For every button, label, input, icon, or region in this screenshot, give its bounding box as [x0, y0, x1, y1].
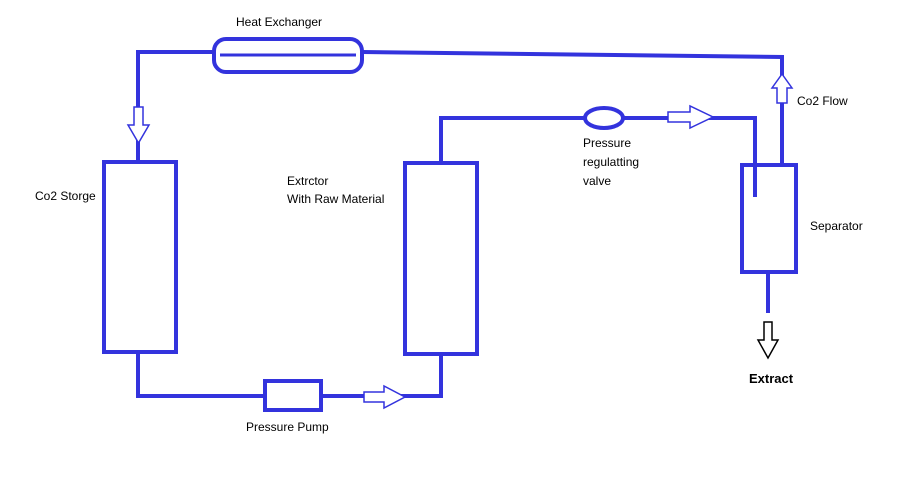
vessels [102, 160, 798, 356]
pressure-valve-label-line2: regulatting [583, 155, 640, 169]
co2-flow-label: Co2 Flow [797, 94, 848, 108]
pipe-storage-to-pump [136, 352, 265, 398]
flow-arrow-into-storage [126, 106, 151, 145]
pressure-pump [263, 379, 323, 412]
pressure-valve-label-line1: Pressure [583, 136, 632, 150]
pipe-valve-to-separator [624, 116, 757, 195]
co2-storage-tank [102, 160, 178, 354]
separator-vessel [740, 163, 798, 274]
flow-arrow-co2-up [770, 72, 794, 104]
heat-exchanger-label: Heat Exchanger [236, 15, 323, 29]
extractor-label-line2: With Raw Material [287, 192, 385, 206]
extractor-vessel [403, 161, 479, 356]
pipe-pump-to-extractor [321, 354, 443, 398]
separator-label: Separator [810, 219, 863, 233]
pressure-regulating-valve [583, 106, 625, 130]
flow-arrow-pump-to-extractor [363, 384, 407, 410]
pipe-heat-exchanger-to-separator [361, 50, 784, 165]
pipe-extractor-to-valve [439, 116, 584, 163]
pressure-valve-label-line3: valve [583, 174, 612, 188]
pipe-storage-to-heat-exchanger [136, 50, 214, 162]
co2-storage-label: Co2 Storge [35, 189, 96, 203]
flow-arrow-valve-to-separator [667, 104, 715, 130]
extract-label: Extract [749, 371, 794, 386]
extractor-label-line1: Extrctor [287, 174, 329, 188]
flow-arrow-extract-down [756, 321, 780, 360]
pressure-pump-label: Pressure Pump [246, 420, 329, 434]
flow-arrows [126, 72, 794, 410]
